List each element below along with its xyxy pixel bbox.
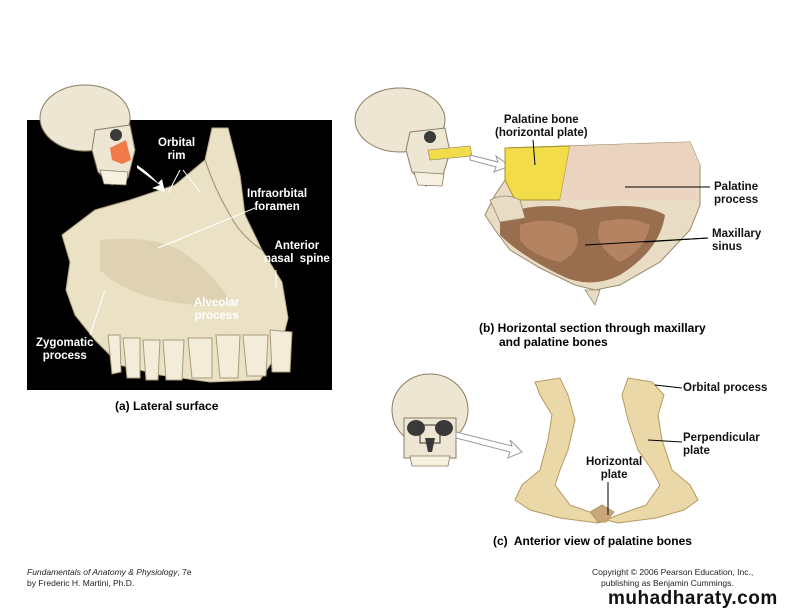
label-zygomatic-process: Zygomatic process [36,337,94,362]
label-horizontal-plate: Horizontal plate [586,456,643,481]
horizontal-section-illustration [484,141,701,306]
label-orbital-process: Orbital process [683,382,768,394]
pointer-arrow-a [137,165,165,192]
label-maxillary-sinus: Maxillary sinus [712,228,762,253]
label-palatine-bone: Palatine bone (horizontal plate) [495,114,588,139]
label-infraorbital-foramen: Infraorbital foramen [247,188,308,213]
footer-publisher: publishing as Benjamin Cummings. [601,578,734,588]
footer-book-title: Fundamentals of Anatomy & Physiology [27,567,178,577]
leader-lines-b [532,139,710,246]
skull-thumbnail-c [391,373,469,467]
footer-copyright: Copyright © 2006 Pearson Education, Inc.… [592,567,754,577]
footer-edition: , 7e [177,567,192,577]
label-palatine-process: Palatine process [714,181,759,206]
label-anterior-nasal-spine: Anterior nasal spine [264,240,330,265]
label-orbital-rim: Orbital rim [158,137,196,162]
caption-panel-b: (b) Horizontal section through maxillary… [479,321,706,349]
palatine-bones-anterior-illustration [514,377,699,524]
label-alveolar-process: Alveolar process [194,297,240,322]
leader-lines-c [607,384,683,515]
skull-thumbnail-a [39,84,136,186]
skull-thumbnail-b [354,87,473,187]
footer-book-citation: Fundamentals of Anatomy & Physiology, 7e [27,567,192,577]
maxilla-lateral-illustration [61,127,293,383]
caption-panel-c: (c) Anterior view of palatine bones [493,534,692,548]
caption-panel-a: (a) Lateral surface [115,399,219,413]
footer-author: by Frederic H. Martini, Ph.D. [27,578,135,588]
watermark-text: muhadharaty.com [608,588,778,609]
pointer-arrow-b [469,154,512,173]
leader-lines-a [89,169,277,336]
pointer-arrow-c [455,431,523,459]
label-perpendicular-plate: Perpendicular plate [683,432,760,457]
